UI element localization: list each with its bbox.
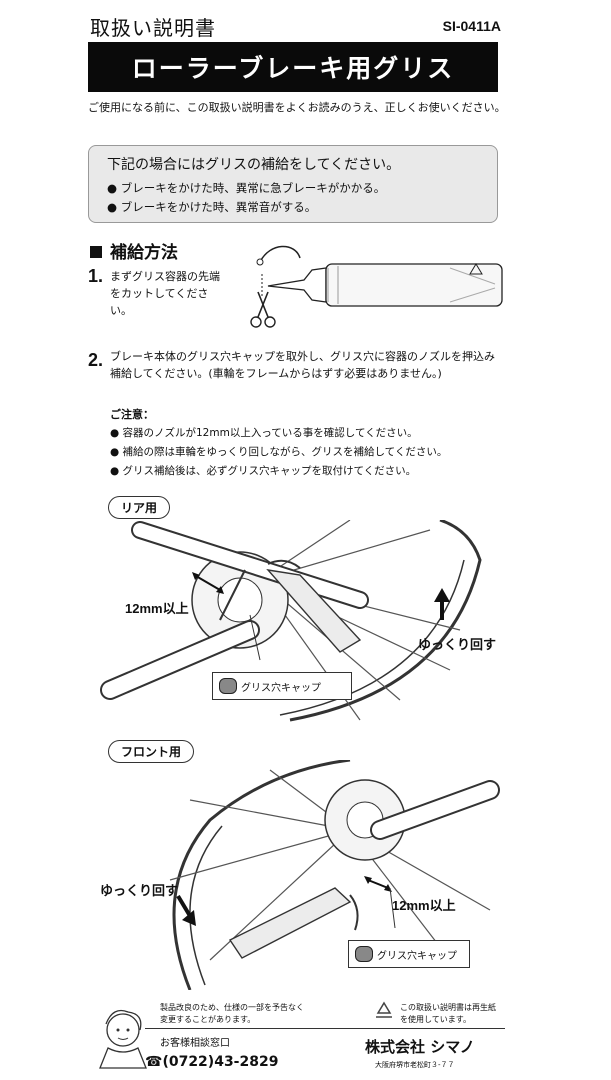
mascot-illustration — [99, 1009, 147, 1069]
step1-number: 1. — [88, 266, 104, 286]
grease-cap-icon — [219, 678, 237, 694]
caution-item: ● グリス補給後は、必ずグリス穴キャップを取付けてください。 — [110, 465, 417, 477]
step2-text: ブレーキ本体のグリス穴キャップを取外し、グリス穴に容器のノズルを押込み補給してく… — [110, 350, 495, 380]
front-label: フロント用 — [108, 740, 195, 763]
step2-number: 2. — [88, 350, 104, 370]
rear-rotate-label: ゆっくり回す — [418, 637, 497, 652]
doc-title: 取扱い説明書 — [90, 16, 216, 40]
rear-cap-callout: グリス穴キャップ — [212, 672, 352, 700]
step1-text: まずグリス容器の先端をカットしてください。 — [110, 270, 220, 317]
rear-cap-label: グリス穴キャップ — [241, 682, 321, 694]
scissors-icon — [250, 291, 276, 328]
front-cap-callout: グリス穴キャップ — [348, 940, 470, 968]
rear-depth-label: 12mm以上 — [125, 601, 189, 616]
front-cap-label: グリス穴キャップ — [377, 950, 457, 962]
grease-bottle-illustration — [250, 245, 503, 328]
front-depth-label: 12mm以上 — [392, 898, 456, 913]
notice-box: 下記の場合にはグリスの補給をしてください。 ● ブレーキをかけた時、異常に急ブレ… — [88, 145, 498, 223]
notice-heading: 下記の場合にはグリスの補給をしてください。 — [107, 157, 401, 173]
contact-phone: ☎(0722)43-2829 — [145, 1054, 279, 1070]
notice-item: ● ブレーキをかけた時、異常音がする。 — [107, 200, 317, 214]
notice-item: ● ブレーキをかけた時、異常に急ブレーキがかかる。 — [107, 181, 386, 195]
intro-text: ご使用になる前に、この取扱い説明書をよくお読みのうえ、正しくお使いください。 — [88, 101, 506, 114]
front-rotate-label: ゆっくり回す — [100, 883, 179, 898]
product-title-banner: ローラーブレーキ用グリス — [88, 42, 498, 92]
front-wheel-illustration — [169, 760, 500, 990]
square-bullet-icon — [90, 246, 102, 258]
caution-item: ● 補給の際は車輪をゆっくり回しながら、グリスを補給してください。 — [110, 446, 448, 458]
rear-label: リア用 — [108, 496, 171, 519]
rear-wheel-illustration — [100, 520, 482, 722]
caution-item: ● 容器のノズルが12mm以上入っている事を確認してください。 — [110, 427, 418, 439]
company-address: 大阪府堺市老松町３-７７ — [375, 1061, 455, 1069]
contact-label: お客様相談窓口 — [160, 1038, 230, 1049]
caution-heading: ご注意： — [110, 408, 154, 421]
recycle-icon — [376, 1001, 392, 1018]
grease-cap-icon — [355, 946, 373, 962]
section-title: 補給方法 — [90, 238, 178, 263]
recycle-text: この取扱い説明書は再生紙を使用しています。 — [400, 1003, 496, 1024]
doc-code: SI-0411A — [442, 18, 501, 34]
company-name: 株式会社 シマノ — [365, 1038, 475, 1056]
footer-notice: 製品改良のため、仕様の一部を予告なく変更することがあります。 — [160, 1003, 304, 1024]
footer-divider — [145, 1028, 505, 1029]
caution-list: ● 容器のノズルが12mm以上入っている事を確認してください。 ● 補給の際は車… — [110, 424, 510, 481]
product-title: ローラーブレーキ用グリス — [131, 54, 455, 83]
